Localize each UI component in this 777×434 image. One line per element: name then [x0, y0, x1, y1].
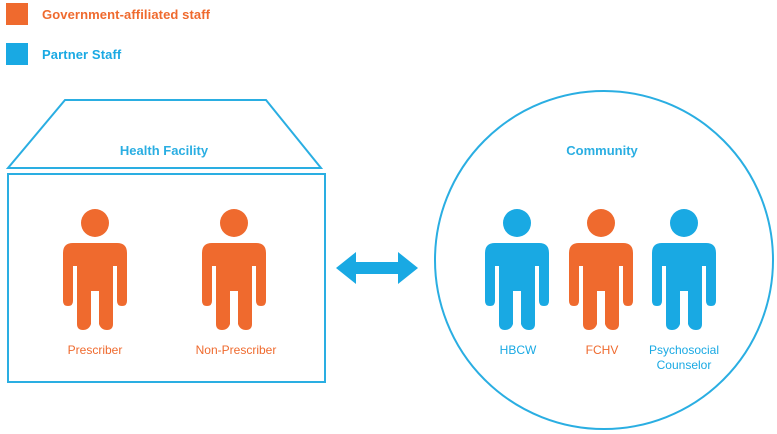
- legend-label-government: Government-affiliated staff: [42, 6, 211, 22]
- legend-item-government: Government-affiliated staff: [6, 2, 210, 26]
- person-fchv-icon: [569, 209, 633, 330]
- facility-roof: [5, 99, 324, 169]
- legend-item-partner: Partner Staff: [6, 42, 121, 66]
- person-non-prescriber-icon: [202, 209, 266, 330]
- person-hbcw-icon: [485, 209, 549, 330]
- legend-swatch-government: [6, 3, 28, 25]
- community-circle: [434, 90, 774, 430]
- community-title: Community: [566, 143, 638, 158]
- legend-swatch-partner: [6, 43, 28, 65]
- facility-title: Health Facility: [119, 143, 209, 158]
- person-psychosocial-counselor-icon: [652, 209, 716, 330]
- label-hbcw: HBCW: [499, 343, 537, 357]
- double-arrow-icon: [336, 252, 418, 284]
- label-non-prescriber: Non-Prescriber: [195, 343, 277, 357]
- person-prescriber-icon: [63, 209, 127, 330]
- legend-label-partner: Partner Staff: [42, 46, 122, 62]
- label-fchv: FCHV: [585, 343, 619, 357]
- label-prescriber: Prescriber: [67, 343, 123, 357]
- facility-box: [7, 173, 326, 383]
- label-psychosocial-counselor: Psychosocial Counselor: [648, 343, 720, 372]
